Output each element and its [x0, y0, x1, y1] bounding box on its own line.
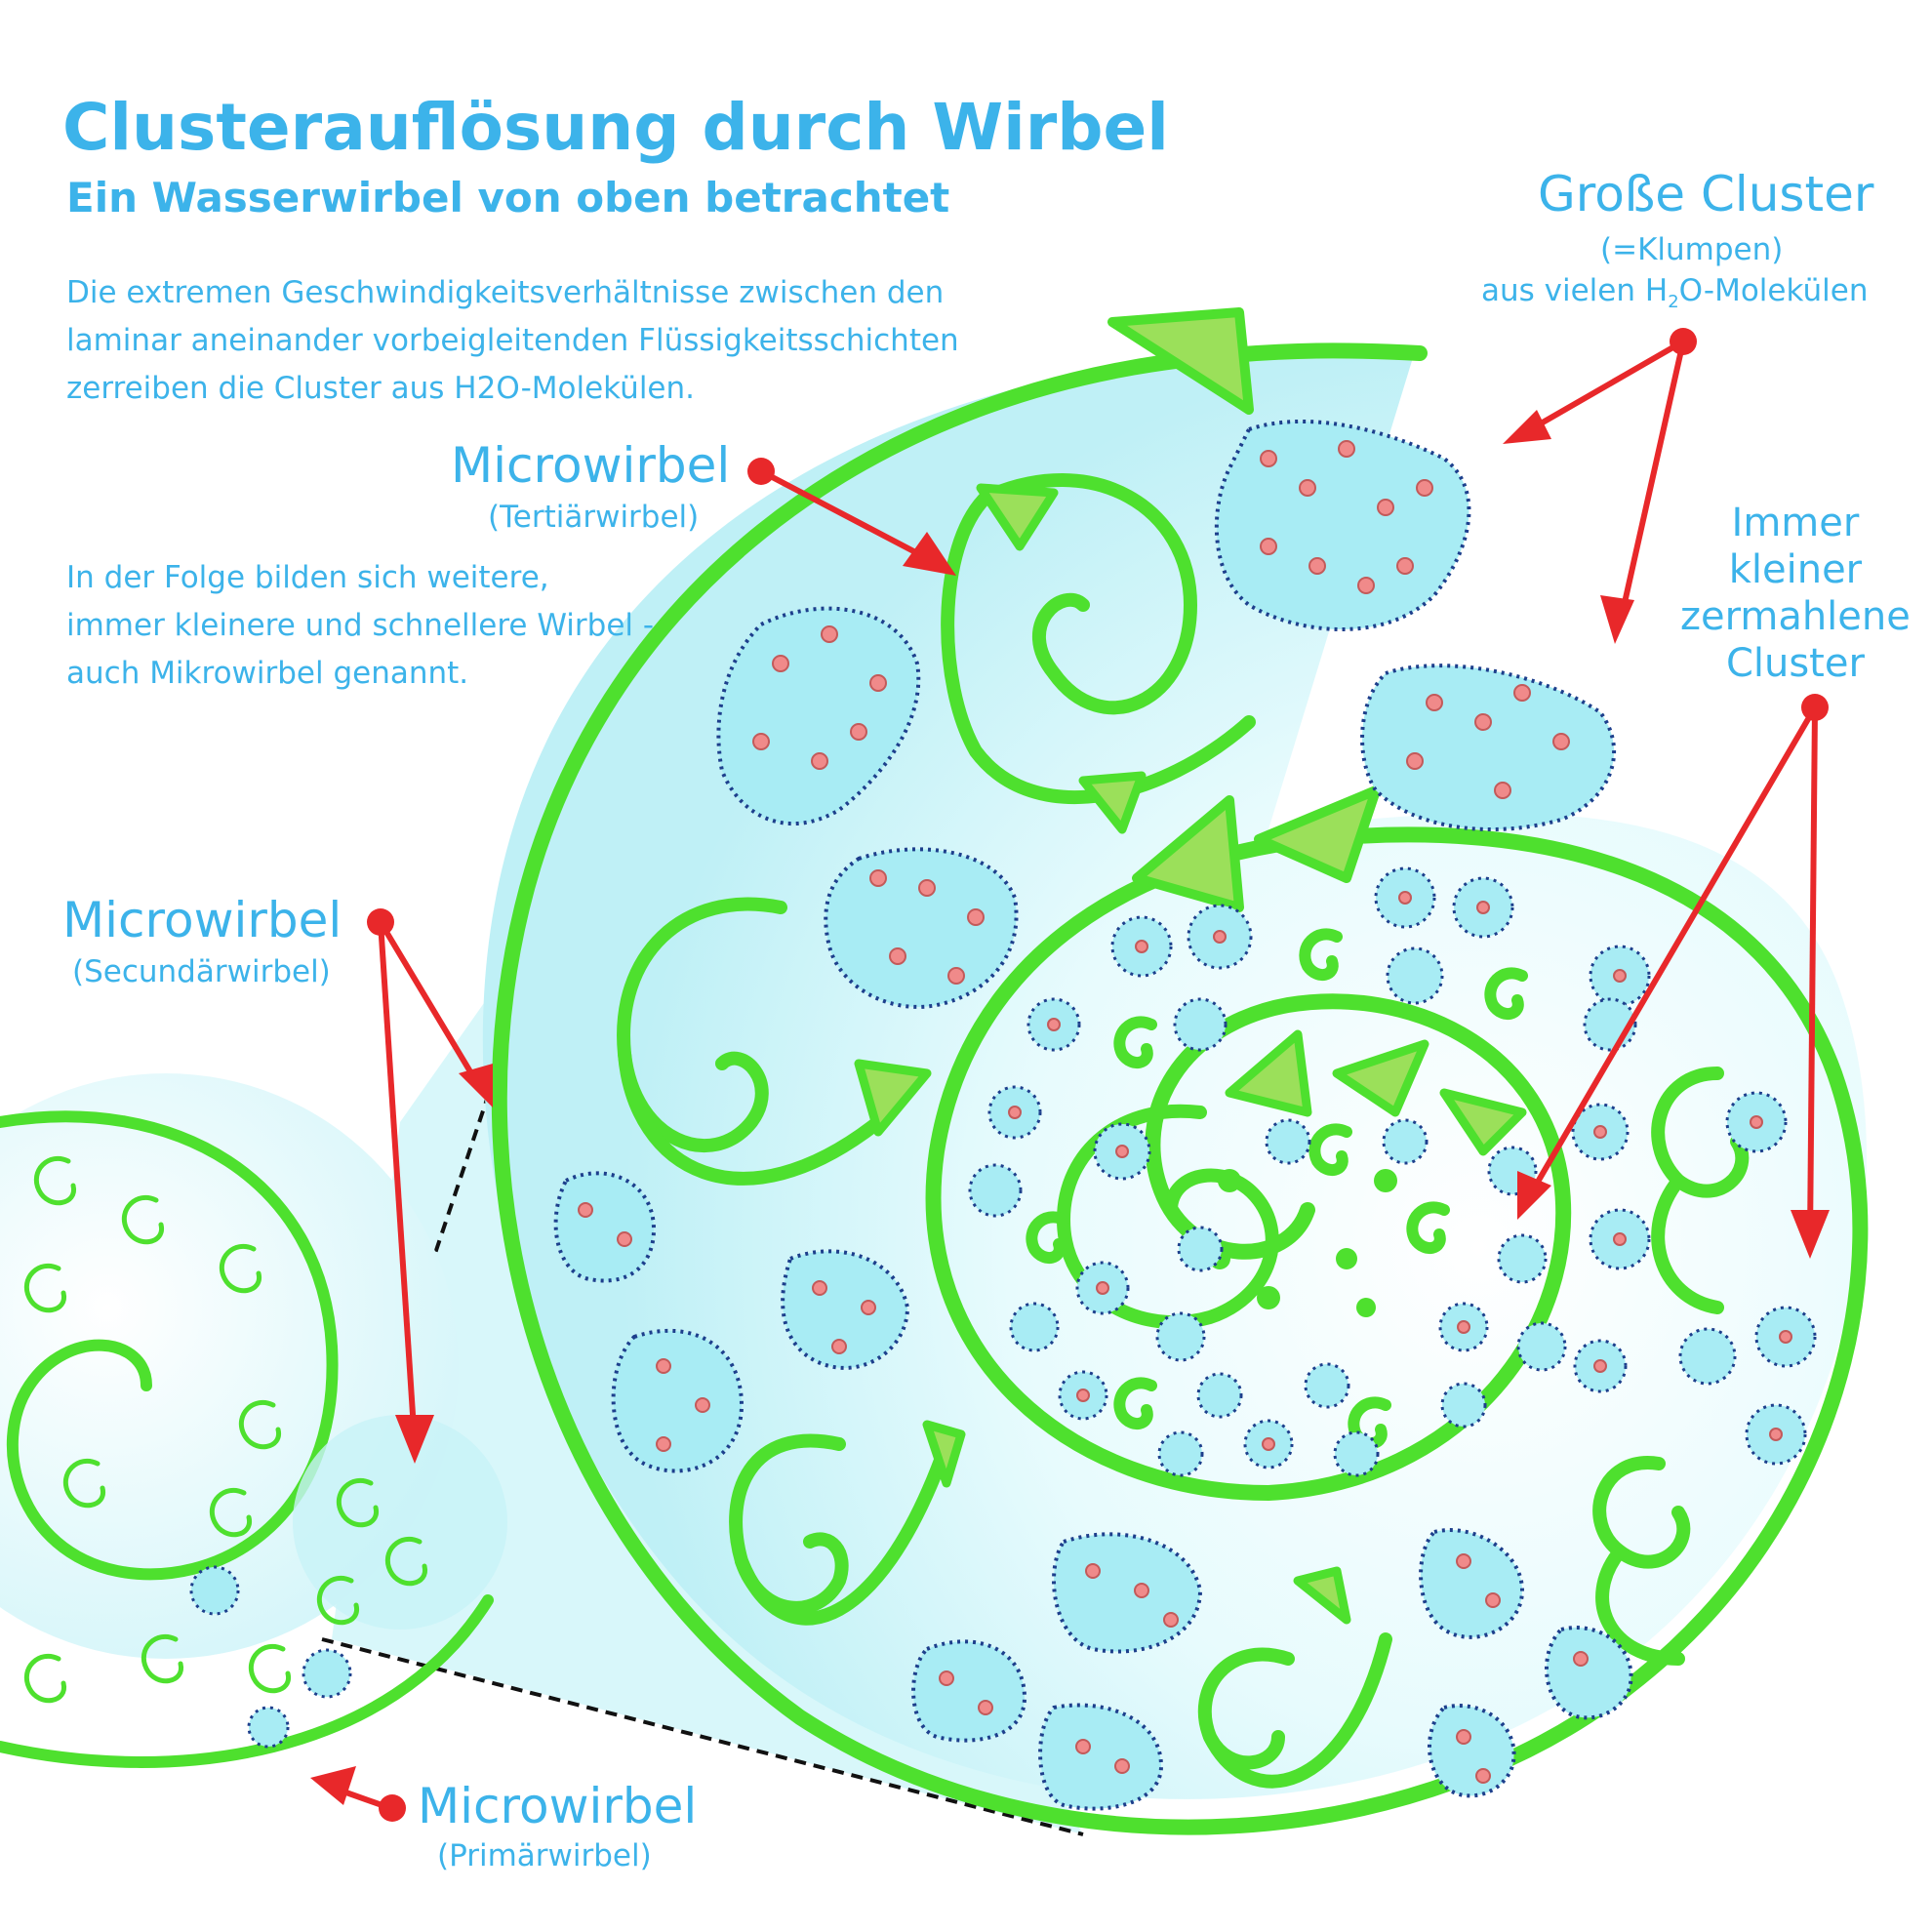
label-small-clusters: Immer kleiner zermahlene Cluster: [1680, 500, 1911, 687]
paragraph-line: zerreiben die Cluster aus H2O-Molekülen.: [66, 371, 696, 406]
primary-vortex-zoom-circle: [293, 1415, 507, 1630]
main-spiral: [491, 342, 1869, 1835]
flow-arrow: [854, 1059, 932, 1137]
primary-curls: [23, 1155, 427, 1704]
label-line: kleiner: [1728, 547, 1863, 592]
flow-arrow: [922, 1420, 966, 1488]
label-line: zermahlene: [1680, 594, 1911, 639]
flow-arrow: [1254, 785, 1381, 883]
label-large-clusters-sub2: aus vielen H2O-Molekülen: [1481, 273, 1869, 313]
page-subtitle: Ein Wasserwirbel von oben betrachtet: [66, 174, 950, 221]
label-primary: Microwirbel: [418, 1778, 698, 1834]
paragraph-line: Die extremen Geschwindigkeitsverhältniss…: [66, 275, 945, 310]
flow-vortex-tail: [1595, 1545, 1685, 1666]
followup-paragraph: In der Folge bilden sich weitere, immer …: [66, 554, 654, 698]
flow-arrow: [1107, 307, 1254, 415]
label-secondary-sub: (Secundärwirbel): [72, 954, 331, 989]
intro-paragraph: Die extremen Geschwindigkeitsverhältniss…: [66, 269, 959, 413]
zoom-line-lower: [321, 1637, 1084, 1836]
label-tertiary-sub: (Tertiärwirbel): [488, 500, 700, 535]
paragraph-line: auch Mikrowirbel genannt.: [66, 656, 469, 691]
mini-dots: [1209, 1169, 1397, 1317]
flow-arrow: [1132, 795, 1244, 912]
primary-vortex-spiral: [0, 1110, 339, 1581]
primary-clusters: [189, 1565, 352, 1749]
flow-vortex-tail: [1651, 1174, 1724, 1314]
label-tertiary: Microwirbel: [451, 437, 731, 494]
mini-curls: [1026, 928, 1528, 1449]
flow-arrow: [1078, 771, 1147, 834]
molecule-dots: [578, 440, 1792, 1784]
paragraph-line: In der Folge bilden sich weitere,: [66, 560, 549, 595]
flow-arrow: [1225, 1029, 1312, 1117]
tertiary-vortex-tail: [941, 491, 1256, 805]
label-large-clusters-sub1: (=Klumpen): [1600, 232, 1784, 267]
flow-vortex-tail: [618, 1047, 885, 1186]
flow-arrow: [1439, 1088, 1527, 1156]
pointer-dots: [367, 328, 1829, 1822]
flow-arrow: [1293, 1566, 1351, 1625]
label-secondary: Microwirbel: [62, 892, 342, 948]
pointer-heads: [310, 410, 1830, 1805]
flow-arrow: [976, 483, 1059, 551]
label-line: Cluster: [1725, 641, 1865, 686]
tertiary-vortex: [979, 473, 1198, 715]
paragraph-line: immer kleinere und schnellere Wirbel -: [66, 608, 655, 643]
paragraph-line: laminar aneinander vorbeigleitenden Flüs…: [66, 323, 959, 358]
label-large-clusters: Große Cluster: [1538, 166, 1874, 222]
flow-vortex-tail: [735, 1437, 953, 1626]
flow-vortex-tail: [1203, 1632, 1392, 1789]
page-title: Clusterauflösung durch Wirbel: [62, 90, 1169, 165]
label-line: Immer: [1731, 501, 1860, 545]
flow-arrow: [1332, 1039, 1429, 1117]
label-primary-sub: (Primärwirbel): [437, 1838, 652, 1873]
